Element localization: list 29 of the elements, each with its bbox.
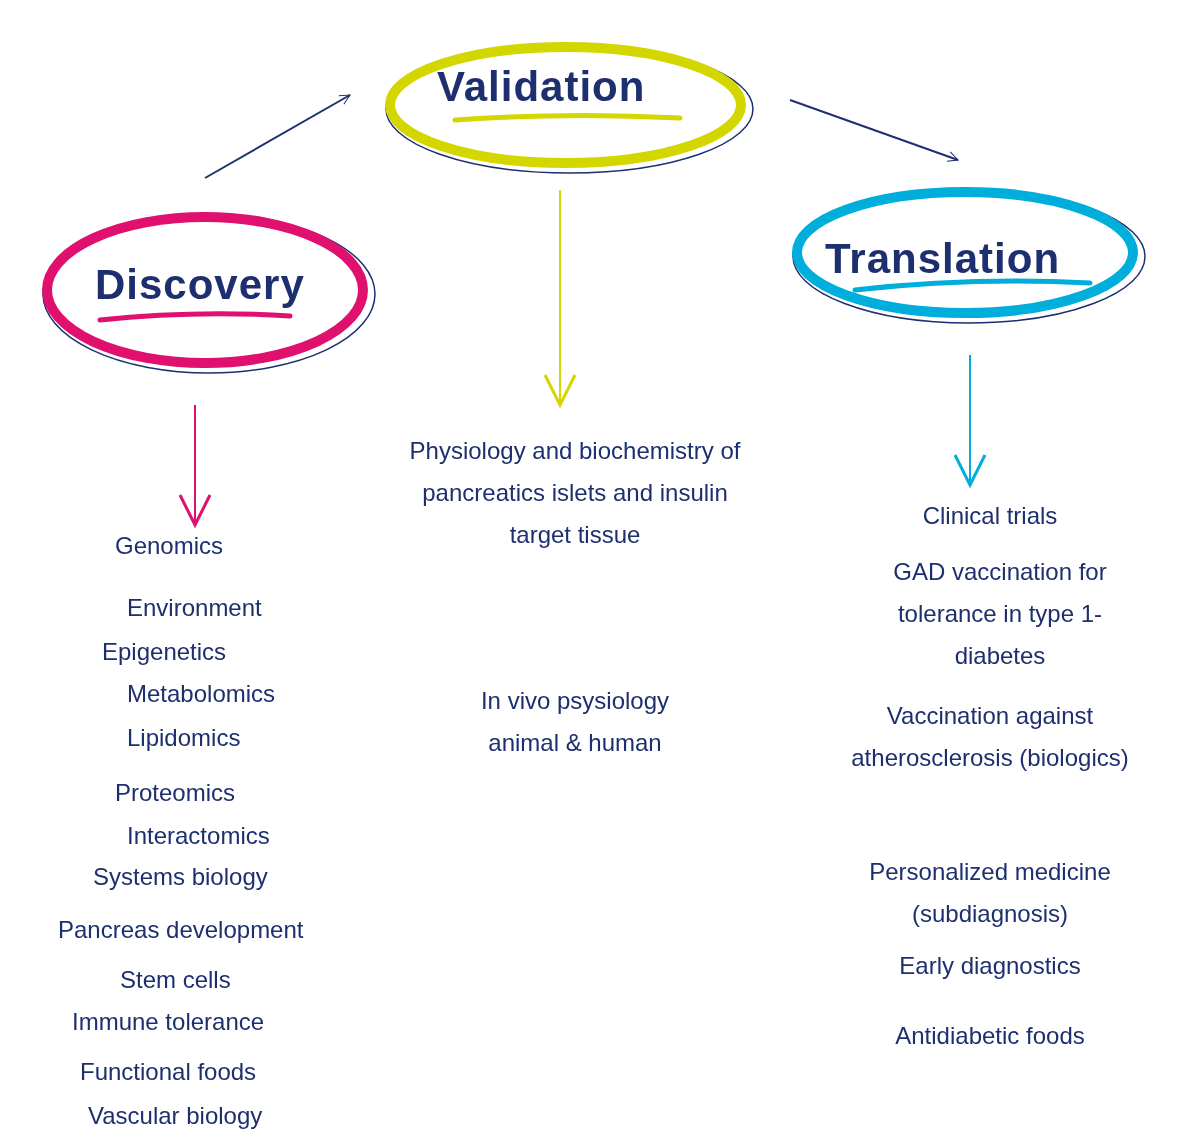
list-item: Stem cells [120,965,231,995]
list-item: Epigenetics [102,637,227,667]
list-item: Antidiabetic foods [894,1021,1086,1051]
list-item: Environment [127,593,262,623]
list-item: Systems biology [93,862,268,892]
list-item: Lipidomics [127,723,241,753]
arrow [789,99,959,162]
list-item: Functional foods [80,1057,257,1087]
list-item: Clinical trials [921,501,1059,531]
list-item: Vaccination against atherosclerosis (biologics) [850,701,1130,773]
stage-title: Discovery [95,260,305,310]
list-item: Immune tolerance [72,1007,265,1037]
list-item: GAD vaccination for tolerance in type 1-diabetes [892,557,1108,671]
list-item: Early diagnostics [898,951,1082,981]
stage-title: Translation [825,234,1061,284]
list-item: Proteomics [115,778,236,808]
list-item: Vascular biology [88,1101,263,1131]
arrow [953,354,987,487]
list-item: Physiology and biochemistry of pancreatics islets and insulin target tissue [408,436,742,550]
list-item: Interactomics [127,821,270,851]
arrow [204,94,351,179]
list-item: In vivo psysiology animal & human [479,686,671,758]
stage-title: Validation [437,62,646,112]
arrow [178,404,212,527]
list-item: Personalized medicine (subdiagnosis) [868,857,1112,929]
arrow [543,189,577,407]
list-item: Pancreas development [58,915,304,945]
list-item: Genomics [115,531,224,561]
list-item: Metabolomics [127,679,276,709]
